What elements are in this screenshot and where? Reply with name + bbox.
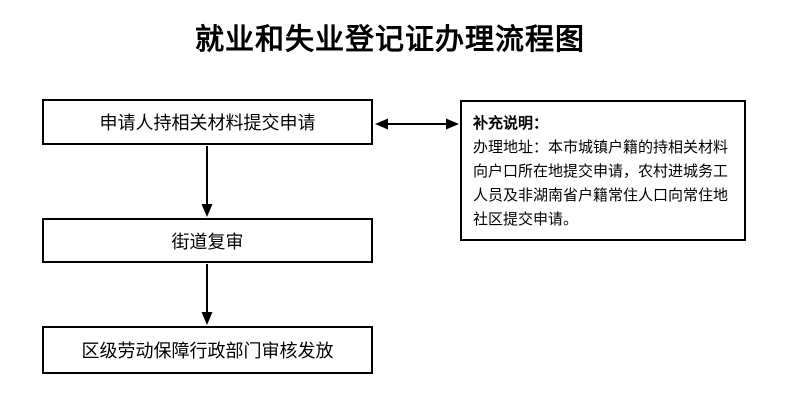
down-arrow-2-head-icon	[201, 312, 213, 325]
flow-step-submit-application: 申请人持相关材料提交申请	[42, 99, 373, 145]
double-arrow-left-head-icon	[375, 118, 388, 130]
flow-step-district-review-issue: 区级劳动保障行政部门审核发放	[42, 326, 373, 374]
double-arrow-step1-note	[375, 118, 459, 130]
note-box: 补充说明： 办理地址：本市城镇户籍的持相关材料向户口所在地提交申请，农村进城务工…	[460, 100, 746, 241]
note-heading: 补充说明：	[473, 114, 549, 132]
down-arrow-step1-step2	[201, 146, 213, 217]
double-arrow-right-head-icon	[446, 118, 459, 130]
flow-step-submit-application-label: 申请人持相关材料提交申请	[99, 113, 316, 134]
note-body: 办理地址：本市城镇户籍的持相关材料向户口所在地提交申请，农村进城务工人员及非湖南…	[473, 138, 729, 228]
down-arrow-step2-step3	[201, 264, 213, 325]
flow-step-street-review: 街道复审	[42, 218, 373, 263]
diagram-title: 就业和失业登记证办理流程图	[194, 22, 585, 56]
flow-step-district-review-issue-label: 区级劳动保障行政部门审核发放	[81, 341, 334, 362]
flow-step-street-review-label: 街道复审	[171, 231, 244, 253]
down-arrow-1-head-icon	[201, 204, 213, 217]
